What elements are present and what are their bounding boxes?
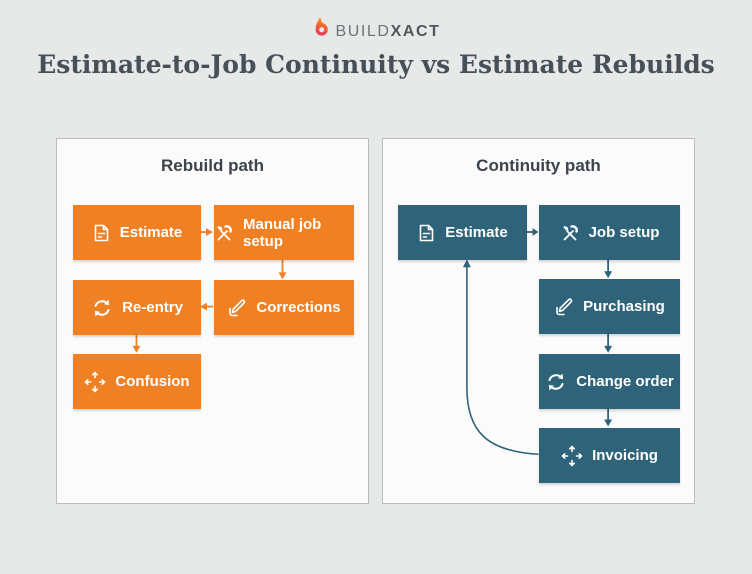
node-label: Job setup: [588, 224, 660, 241]
node-rebuild-re-entry: Re-entry: [73, 280, 201, 335]
rebuild-path-panel: Rebuild path Estimate: [56, 138, 369, 504]
brand-suffix: XACT: [390, 23, 441, 40]
brand-logo: BUILDXACT: [0, 16, 752, 42]
rebuild-path-heading: Rebuild path: [161, 156, 264, 175]
node-label: Manual job setup: [243, 215, 322, 250]
edit-icon: [556, 297, 573, 315]
node-continuity-purchasing: Purchasing: [539, 279, 680, 334]
continuity-path-panel: Continuity path Estimate: [382, 138, 695, 504]
move-icon: [85, 371, 106, 392]
tools-icon: [563, 224, 578, 240]
node-rebuild-confusion: Confusion: [73, 354, 201, 409]
document-icon: [94, 224, 109, 241]
refresh-icon: [94, 299, 110, 316]
refresh-icon: [548, 373, 564, 390]
node-label: Change order: [576, 373, 674, 390]
node-rebuild-corrections: Corrections: [214, 280, 354, 335]
page-title: Estimate-to-Job Continuity vs Estimate R…: [37, 50, 715, 79]
node-rebuild-estimate: Estimate: [73, 205, 201, 260]
node-label: Estimate: [445, 224, 508, 241]
node-label: Re-entry: [122, 299, 183, 316]
node-continuity-change-order: Change order: [539, 354, 680, 409]
node-rebuild-manual-job-setup: Manual job setup: [214, 205, 354, 260]
node-continuity-invoicing: Invoicing: [539, 428, 680, 483]
node-label: Purchasing: [583, 298, 665, 315]
continuity-path-heading: Continuity path: [476, 156, 601, 175]
node-label: Corrections: [256, 299, 341, 316]
node-label: Invoicing: [592, 447, 658, 464]
edit-icon: [229, 298, 246, 316]
tools-icon: [217, 224, 232, 240]
node-continuity-estimate: Estimate: [398, 205, 527, 260]
brand-wordmark: BUILDXACT: [335, 18, 440, 40]
document-icon: [419, 224, 434, 241]
move-icon: [561, 445, 583, 466]
node-continuity-job-setup: Job setup: [539, 205, 680, 260]
node-label: Confusion: [115, 373, 190, 390]
buildxact-flame-b-icon: [316, 16, 329, 36]
brand-prefix: BUILD: [335, 23, 391, 40]
node-label: Estimate: [119, 224, 183, 241]
